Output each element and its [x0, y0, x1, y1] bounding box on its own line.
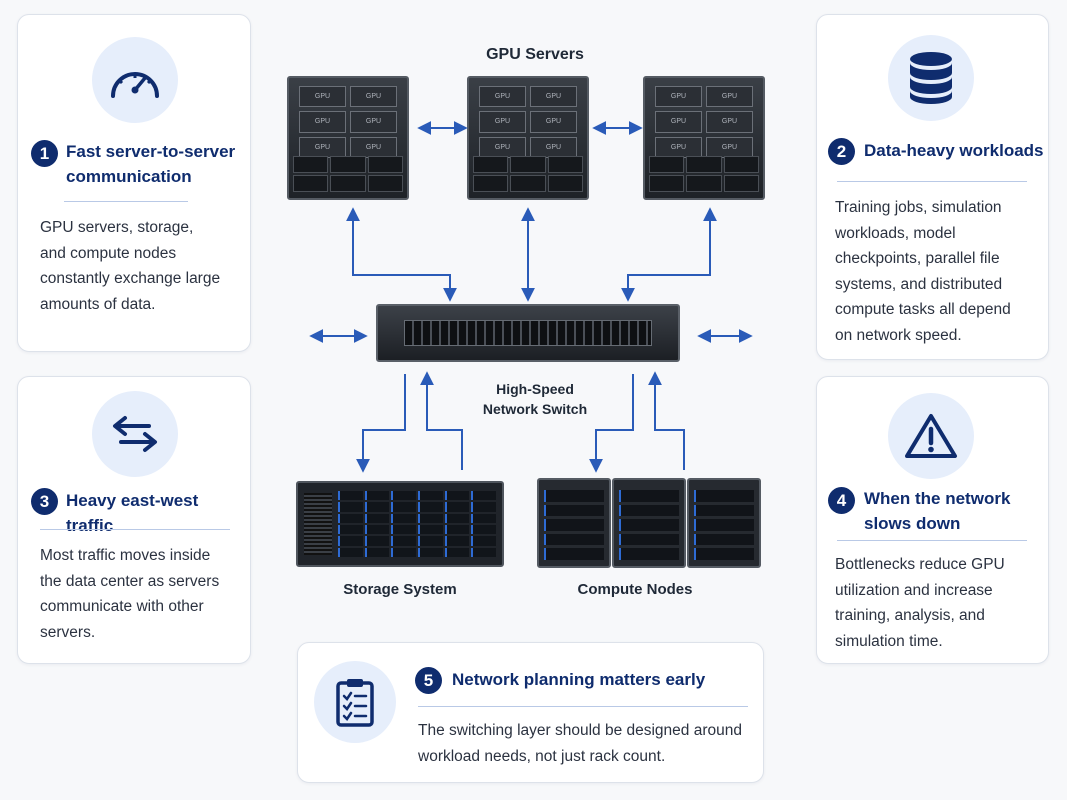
warning-icon — [888, 393, 974, 479]
step-number-badge: 3 — [31, 488, 58, 515]
card-title-line: communication — [66, 167, 192, 186]
card-data-heavy-workloads: 2 Data-heavy workloads Training jobs, si… — [816, 14, 1049, 360]
card-title: Heavy east-west traffic — [66, 491, 199, 535]
bidirectional-arrows-icon — [92, 391, 178, 477]
divider — [418, 706, 748, 707]
card-title-line: When the network — [864, 489, 1011, 508]
network-switch-label: High-Speed Network Switch — [440, 379, 630, 419]
description-line: simulation time. — [835, 632, 943, 650]
card-network-slows-down: 4 When the network slows down Bottleneck… — [816, 376, 1049, 664]
switch-compute-arrow — [648, 371, 685, 470]
description-line: workload needs, not just rack count. — [418, 747, 666, 765]
description-line: Training jobs, simulation — [835, 199, 1002, 216]
gpu-chip: GPU — [655, 86, 702, 108]
description-line: training, analysis, and — [835, 607, 985, 624]
card-description: Most traffic moves inside the data cente… — [40, 543, 250, 645]
gpu-chip: GPU — [350, 111, 397, 133]
gpu-chip: GPU — [530, 111, 577, 133]
divider — [837, 181, 1027, 182]
description-line: checkpoints, parallel file — [835, 250, 1000, 267]
network-switch — [376, 304, 680, 362]
gpu-server: GPU GPU GPU GPU GPU GPU — [287, 76, 409, 200]
description-line: communicate with other — [40, 598, 204, 615]
description-line: GPU servers, storage, — [40, 219, 194, 236]
compute-node — [612, 478, 686, 568]
gpu-chip: GPU — [299, 86, 346, 108]
speedometer-icon — [92, 37, 178, 123]
card-title-line: slows down — [864, 514, 961, 533]
description-line: and compute nodes — [40, 244, 177, 262]
card-fast-communication: 1 Fast server-to-server communication GP… — [17, 14, 251, 352]
card-description: Training jobs, simulation workloads, mod… — [835, 195, 1047, 348]
switch-label-line: Network Switch — [482, 401, 588, 417]
description-line: Most traffic moves inside — [40, 547, 211, 564]
gpu-chip: GPU — [299, 111, 346, 133]
gpu-chip: GPU — [706, 136, 753, 158]
description-line: constantly exchange large — [40, 270, 221, 287]
switch-label-line: High-Speed — [496, 381, 574, 397]
compute-node — [687, 478, 761, 568]
card-title: Fast server-to-server communication — [66, 139, 246, 189]
description-line: systems, and distributed — [835, 275, 1003, 293]
description-line: servers. — [40, 623, 96, 641]
description-line: utilization and increase — [835, 581, 993, 599]
card-description: GPU servers, storage, and compute nodes … — [40, 215, 248, 317]
step-number-badge: 4 — [828, 487, 855, 514]
gpu-server: GPU GPU GPU GPU GPU GPU — [643, 76, 765, 200]
gpu-chip: GPU — [655, 111, 702, 133]
gpu-chip: GPU — [706, 86, 753, 108]
description-line: the data center as servers — [40, 572, 220, 590]
gpu-servers-label: GPU Servers — [486, 46, 584, 63]
card-east-west-traffic: 3 Heavy east-west traffic Most traffic m… — [17, 376, 251, 664]
gpu-chip: GPU — [479, 136, 526, 158]
description-line: amounts of data. — [40, 295, 156, 313]
gpu-chip: GPU — [530, 136, 577, 158]
gpu-chip: GPU — [350, 136, 397, 158]
server-switch-arrow — [621, 207, 717, 302]
step-number-badge: 1 — [31, 140, 58, 167]
server-switch-arrow — [346, 207, 457, 302]
description-line: on network speed. — [835, 326, 962, 344]
gpu-server: GPU GPU GPU GPU GPU GPU — [467, 76, 589, 200]
card-network-planning: 5 Network planning matters early The swi… — [297, 642, 764, 783]
clipboard-checklist-icon — [314, 661, 396, 743]
card-description: The switching layer should be designed a… — [418, 718, 758, 769]
divider — [64, 201, 188, 202]
storage-system — [296, 481, 504, 567]
step-number-badge: 5 — [415, 667, 442, 694]
gpu-chip: GPU — [706, 111, 753, 133]
compute-node — [537, 478, 611, 568]
gpu-chip: GPU — [479, 86, 526, 108]
storage-system-label: Storage System — [343, 581, 457, 598]
description-line: Bottlenecks reduce GPU — [835, 556, 1005, 573]
card-title: When the network slows down — [864, 486, 1044, 536]
card-description: Bottlenecks reduce GPU utilization and i… — [835, 552, 1047, 654]
gpu-chip: GPU — [655, 136, 702, 158]
gpu-chip: GPU — [479, 111, 526, 133]
card-title: Network planning matters early — [452, 670, 706, 689]
description-line: compute tasks all depend — [835, 301, 1011, 318]
card-title: Data-heavy workloads — [864, 141, 1044, 160]
switch-storage-arrow — [356, 374, 406, 473]
compute-nodes-label: Compute Nodes — [577, 581, 693, 598]
card-title-line: Fast server-to-server — [66, 142, 236, 161]
gpu-chip: GPU — [299, 136, 346, 158]
database-icon — [888, 35, 974, 121]
gpu-chip: GPU — [530, 86, 577, 108]
divider — [40, 529, 230, 530]
step-number-badge: 2 — [828, 138, 855, 165]
divider — [837, 540, 1027, 541]
gpu-chip: GPU — [350, 86, 397, 108]
description-line: The switching layer should be designed a… — [418, 722, 742, 739]
description-line: workloads, model — [835, 224, 956, 242]
